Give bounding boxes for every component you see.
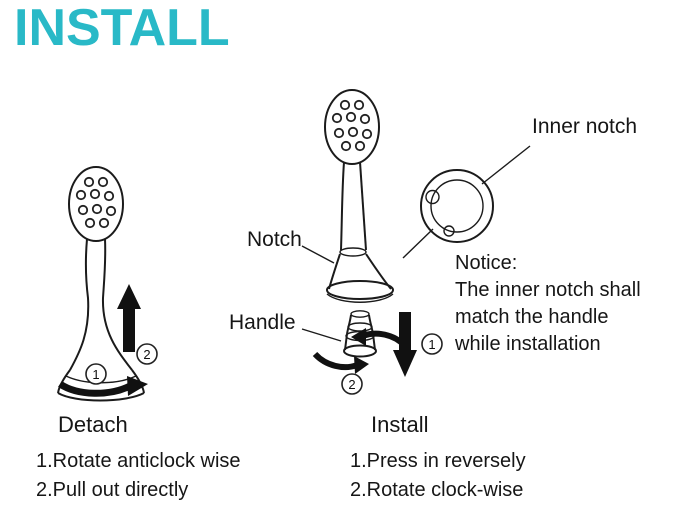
notice-line: while installation — [455, 333, 601, 355]
notice-line: The inner notch shall — [455, 279, 641, 301]
notch-bump-bottom — [443, 225, 455, 237]
inner-notch-illustration — [402, 145, 531, 259]
notch-label: Notch — [247, 228, 302, 251]
inner-notch-pointer-line — [481, 145, 531, 185]
install-step-text: 1.Press in reversely — [350, 450, 526, 472]
detach-toothbrush-illustration: 1 2 — [57, 166, 158, 402]
install-toothbrush-illustration: 1 2 — [301, 89, 443, 395]
handle-pointer-line — [301, 328, 342, 342]
install-step-marker-2: 2 — [341, 373, 363, 395]
inner-notch-to-handle-line — [402, 228, 434, 259]
brush-head — [324, 89, 380, 165]
outer-ring — [420, 169, 494, 243]
inner-notch-outline — [430, 179, 484, 233]
detach-step-marker-1: 1 — [85, 363, 107, 385]
bristle-dots — [331, 99, 373, 152]
install-label: Install — [371, 412, 429, 437]
brush-neck — [69, 238, 133, 371]
svg-text:2: 2 — [348, 377, 355, 392]
rotate-clockwise-arrow-icon — [312, 328, 408, 374]
handle-label: Handle — [229, 311, 296, 334]
bristle-dots — [75, 176, 117, 229]
install-step-text: 2.Rotate clock-wise — [350, 479, 524, 501]
detach-step-marker-2: 2 — [136, 343, 158, 365]
notice-heading: Notice: — [455, 252, 518, 274]
svg-text:1: 1 — [428, 337, 435, 352]
brush-neck — [339, 161, 367, 257]
detach-steps: 1.Rotate anticlock wise 2.Pull out direc… — [36, 447, 241, 505]
install-steps: 1.Press in reversely 2.Rotate clock-wise — [350, 447, 526, 505]
detach-step-text: 1.Rotate anticlock wise — [36, 450, 241, 472]
detach-step-text: 2.Pull out directly — [36, 479, 189, 501]
install-step-marker-1: 1 — [421, 333, 443, 355]
detach-label: Detach — [58, 412, 128, 437]
page-title: INSTALL — [14, 0, 230, 57]
notice-block: Notice: The inner notch shall match the … — [455, 250, 641, 358]
rotate-anticlockwise-arrowhead-icon — [127, 376, 148, 396]
notice-line: match the handle — [455, 306, 609, 328]
svg-text:2: 2 — [143, 347, 150, 362]
press-down-arrow-icon — [393, 312, 417, 377]
brush-head — [68, 166, 124, 242]
rotate-anticlockwise-arrow-icon — [58, 380, 132, 397]
pull-up-arrow-icon — [117, 284, 141, 352]
notch-bump — [425, 189, 440, 205]
notch-pointer-line — [301, 245, 335, 264]
svg-text:1: 1 — [92, 367, 99, 382]
brush-collar — [326, 253, 394, 303]
inner-notch-label: Inner notch — [532, 115, 638, 138]
